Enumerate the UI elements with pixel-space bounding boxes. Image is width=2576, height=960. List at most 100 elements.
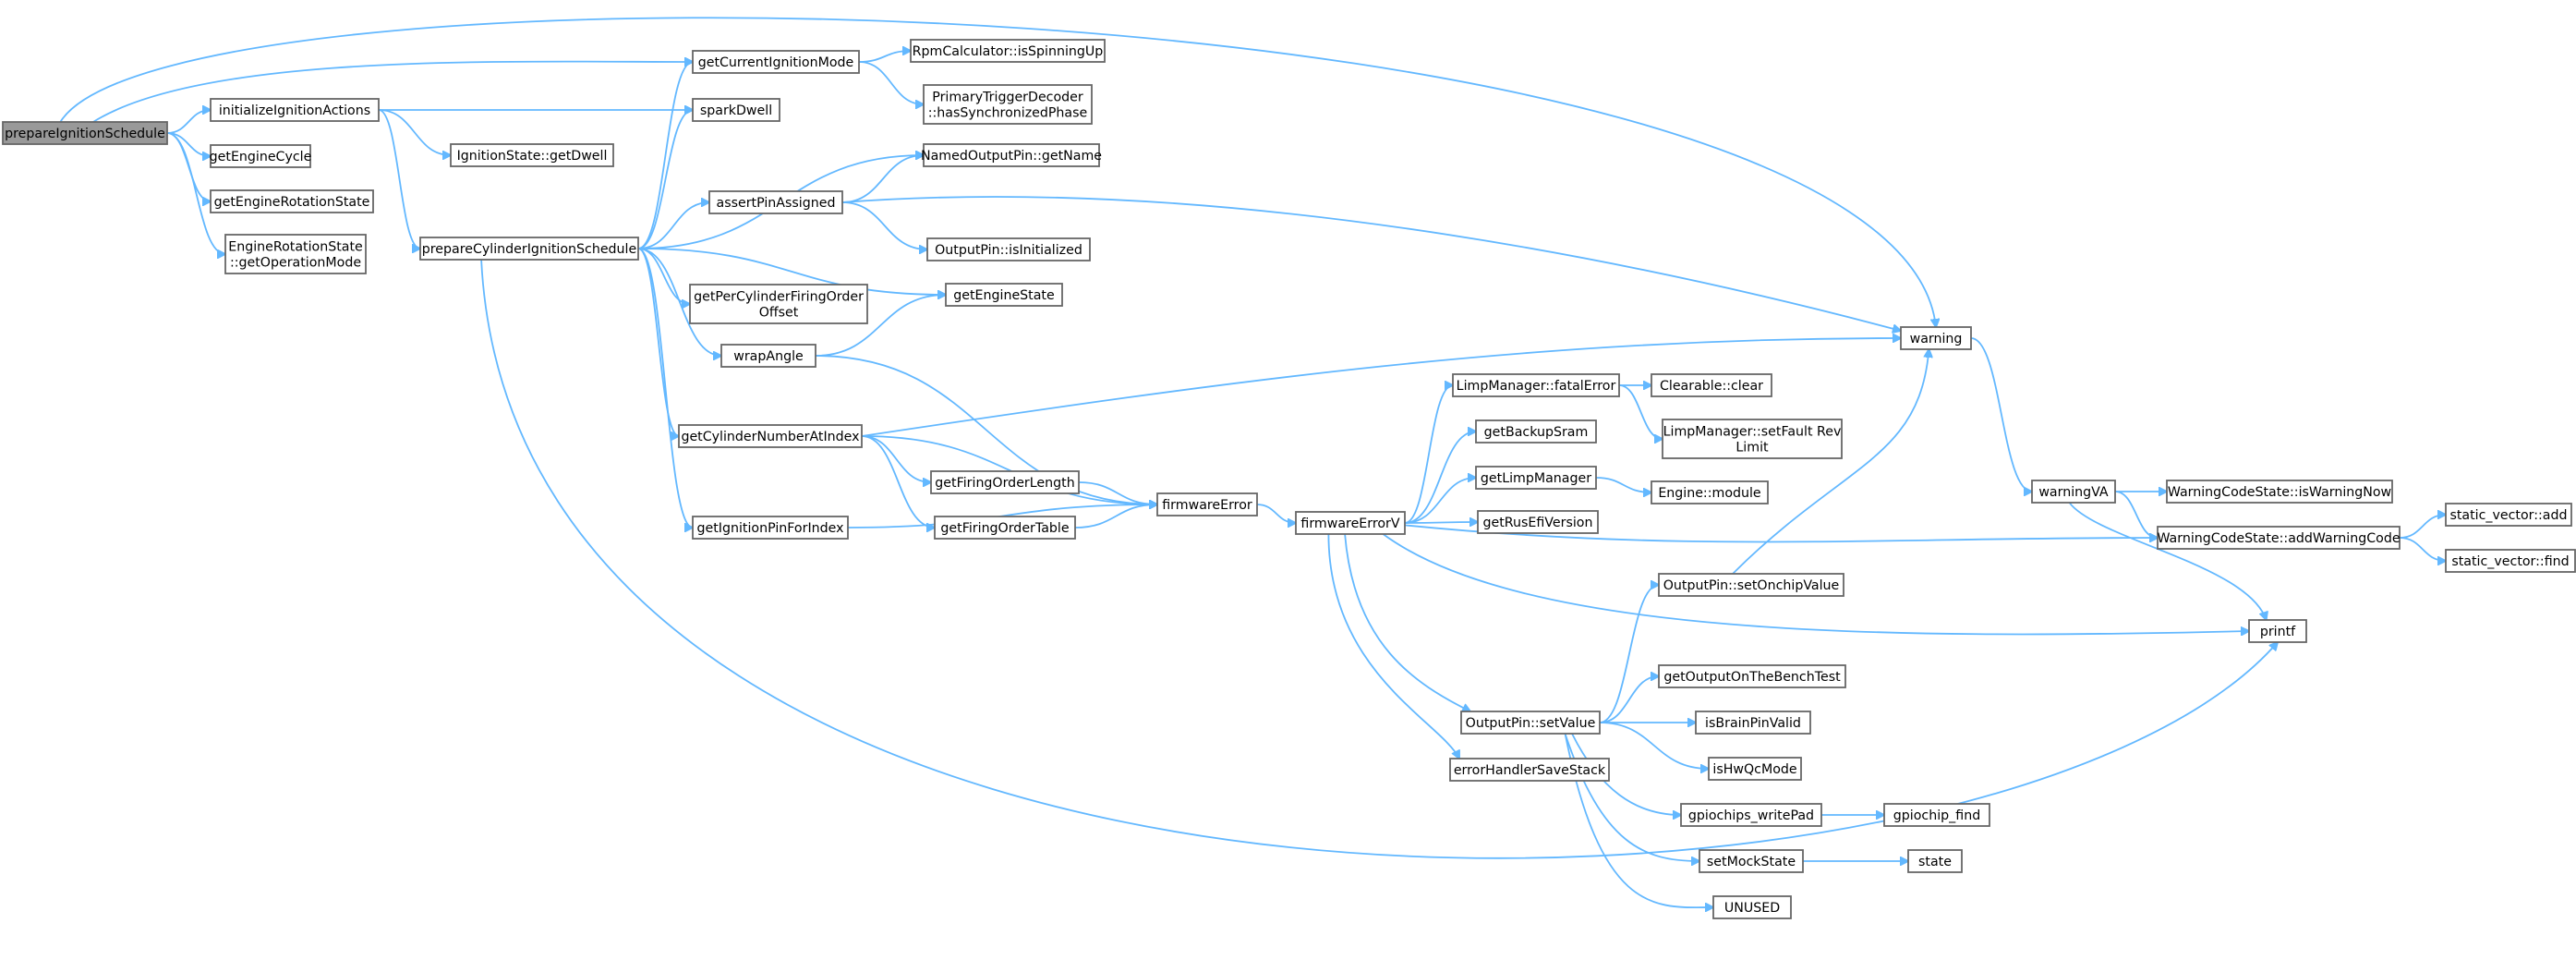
node-box bbox=[1699, 849, 1804, 873]
call-edge bbox=[1344, 533, 1470, 711]
call-edge bbox=[637, 248, 946, 295]
node-sparkdwell[interactable]: sparkDwell bbox=[692, 98, 780, 122]
node-static-vector-find[interactable]: static_vector::find bbox=[2445, 549, 2576, 573]
node-engine-module[interactable]: Engine::module bbox=[1651, 480, 1769, 504]
node-getenginestate[interactable]: getEngineState bbox=[945, 283, 1063, 307]
node-label: RpmCalculator::isSpinningUp bbox=[913, 44, 1104, 59]
node-getlimpmanager[interactable]: getLimpManager bbox=[1475, 466, 1597, 490]
node-ishwqcmode[interactable]: isHwQcMode bbox=[1708, 757, 1802, 781]
node-box bbox=[1662, 419, 1843, 459]
node-layer: prepareIgnitionSchedule initializeIgnitio… bbox=[2, 39, 2576, 919]
node-box bbox=[450, 143, 614, 167]
node-limpmanager-fatalerror[interactable]: LimpManager::fatalError bbox=[1452, 373, 1620, 397]
call-edge bbox=[2399, 537, 2446, 561]
node-label: prepareCylinderIgnitionSchedule bbox=[422, 242, 636, 257]
node-gpiochips-writepad[interactable]: gpiochips_writePad bbox=[1680, 803, 1822, 827]
node-label: WarningCodeState::addWarningCode bbox=[2157, 531, 2400, 546]
node-errorhandlersavestack[interactable]: errorHandlerSaveStack bbox=[1449, 758, 1610, 782]
node-getoutputonthebenchtest[interactable]: getOutputOnTheBenchTest bbox=[1658, 664, 1846, 688]
node-label: getPerCylinderFiringOrder bbox=[694, 290, 864, 305]
node-getbackupsram[interactable]: getBackupSram bbox=[1475, 419, 1597, 444]
node-box bbox=[1658, 664, 1846, 688]
node-box bbox=[910, 39, 1106, 63]
node-ignitionstate-getdwell[interactable]: IgnitionState::getDwell bbox=[450, 143, 614, 167]
node-label: NamedOutputPin::getName bbox=[921, 149, 1102, 164]
node-primarytriggerdecoder-hassynchronizedphase[interactable]: PrimaryTriggerDecoder::hasSynchronizedPh… bbox=[923, 84, 1093, 125]
node-static-vector-add[interactable]: static_vector::add bbox=[2445, 503, 2572, 527]
edge-layer bbox=[59, 17, 2446, 907]
node-clearable-clear[interactable]: Clearable::clear bbox=[1651, 373, 1772, 397]
node-box bbox=[1907, 849, 1963, 873]
node-wrapangle[interactable]: wrapAngle bbox=[720, 344, 816, 368]
node-enginerotationstate-getoperationmode[interactable]: EngineRotationState::getOperationMode bbox=[224, 234, 367, 274]
node-label: getEngineCycle bbox=[210, 150, 312, 164]
node-unused[interactable]: UNUSED bbox=[1712, 895, 1792, 919]
node-preparecylinderignitionschedule[interactable]: prepareCylinderIgnitionSchedule bbox=[419, 237, 639, 261]
node-label: PrimaryTriggerDecoder bbox=[932, 91, 1083, 105]
node-warningcodestate-addwarningcode[interactable]: WarningCodeState::addWarningCode bbox=[2157, 526, 2401, 550]
node-initializeignitionactions[interactable]: initializeIgnitionActions bbox=[210, 98, 380, 122]
call-edge bbox=[861, 338, 1901, 437]
node-box bbox=[1475, 419, 1597, 444]
call-edge bbox=[1970, 337, 2032, 492]
node-warning[interactable]: warning bbox=[1900, 326, 1972, 350]
node-firmwareerror[interactable]: firmwareError bbox=[1156, 492, 1258, 516]
node-getcylindernumberatindex[interactable]: getCylinderNumberAtIndex bbox=[678, 424, 863, 448]
node-label: firmwareErrorV bbox=[1300, 516, 1399, 531]
node-getcurrentignitionmode[interactable]: getCurrentIgnitionMode bbox=[692, 50, 860, 74]
node-label: IgnitionState::getDwell bbox=[457, 149, 608, 164]
node-label: warningVA bbox=[2038, 485, 2109, 500]
node-getenginerotationstate[interactable]: getEngineRotationState bbox=[210, 189, 374, 213]
node-box bbox=[1449, 758, 1610, 782]
call-edge bbox=[2114, 491, 2158, 538]
node-box bbox=[1475, 466, 1597, 490]
node-assertpinassigned[interactable]: assertPinAssigned bbox=[708, 190, 843, 214]
node-getfiringordertable[interactable]: getFiringOrderTable bbox=[934, 516, 1076, 540]
node-label: getCurrentIgnitionMode bbox=[698, 55, 854, 70]
node-box bbox=[1658, 573, 1844, 597]
node-label: OutputPin::isInitialized bbox=[935, 243, 1082, 258]
node-getenginecycle[interactable]: getEngineCycle bbox=[210, 144, 312, 168]
node-outputpin-setonchipvalue[interactable]: OutputPin::setOnchipValue bbox=[1658, 573, 1844, 597]
node-label: Clearable::clear bbox=[1660, 379, 1763, 394]
node-label: static_vector::add bbox=[2449, 508, 2567, 523]
node-getrusefiversion[interactable]: getRusEfiVersion bbox=[1477, 510, 1599, 534]
call-edge bbox=[815, 355, 1157, 504]
node-getfiringorderlength[interactable]: getFiringOrderLength bbox=[930, 470, 1080, 494]
node-box bbox=[923, 143, 1100, 167]
node-getignitionpinforindex[interactable]: getIgnitionPinForIndex bbox=[692, 516, 849, 540]
node-box bbox=[210, 98, 380, 122]
node-isbrainpinvalid[interactable]: isBrainPinValid bbox=[1695, 711, 1811, 735]
call-edge bbox=[378, 109, 420, 249]
node-box bbox=[2157, 526, 2401, 550]
call-edge bbox=[2399, 515, 2446, 539]
node-box bbox=[2031, 480, 2116, 504]
node-state[interactable]: state bbox=[1907, 849, 1963, 873]
node-box bbox=[2248, 619, 2307, 643]
node-firmwareerrorv[interactable]: firmwareErrorV bbox=[1295, 511, 1406, 535]
node-warningcodestate-iswarningnow[interactable]: WarningCodeState::isWarningNow bbox=[2166, 480, 2393, 504]
node-box bbox=[692, 98, 780, 122]
call-edge bbox=[841, 155, 924, 203]
node-outputpin-setvalue[interactable]: OutputPin::setValue bbox=[1460, 711, 1601, 735]
node-label: getIgnitionPinForIndex bbox=[697, 521, 844, 536]
node-box bbox=[692, 516, 849, 540]
node-label: Offset bbox=[759, 306, 799, 321]
node-gpiochip-find[interactable]: gpiochip_find bbox=[1883, 803, 1990, 827]
call-edge bbox=[861, 435, 931, 482]
node-box bbox=[930, 470, 1080, 494]
node-printf[interactable]: printf bbox=[2248, 619, 2307, 643]
node-box bbox=[2445, 503, 2572, 527]
call-edge bbox=[637, 248, 679, 436]
node-outputpin-isinitialized[interactable]: OutputPin::isInitialized bbox=[926, 237, 1091, 261]
node-prepareignitionschedule[interactable]: prepareIgnitionSchedule bbox=[2, 121, 168, 145]
node-setmockstate[interactable]: setMockState bbox=[1699, 849, 1804, 873]
node-rpmcalculator-isspinningup[interactable]: RpmCalculator::isSpinningUp bbox=[910, 39, 1106, 63]
node-warningva[interactable]: warningVA bbox=[2031, 480, 2116, 504]
node-namedoutputpin-getname[interactable]: NamedOutputPin::getName bbox=[921, 143, 1102, 167]
node-box bbox=[1156, 492, 1258, 516]
node-label: OutputPin::setOnchipValue bbox=[1663, 578, 1840, 593]
